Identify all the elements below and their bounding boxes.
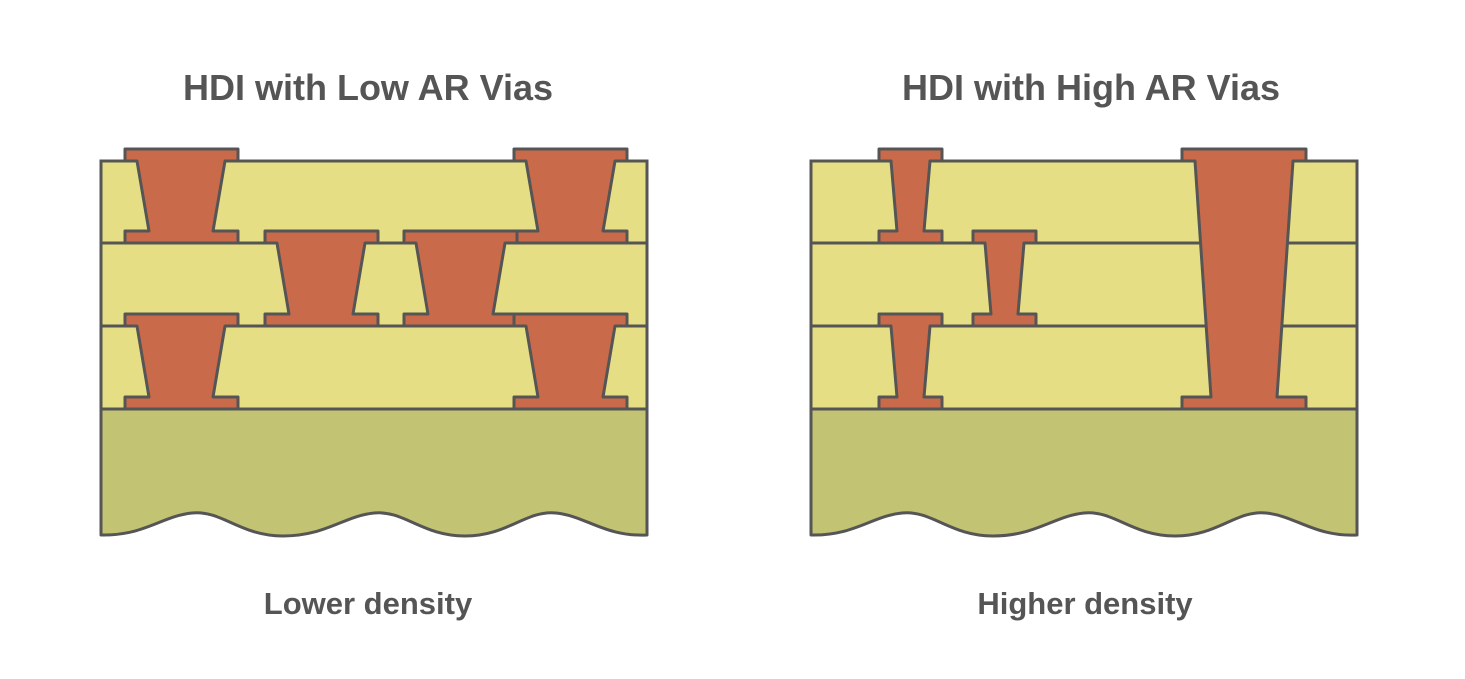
left-substrate [99, 407, 649, 538]
left-via-top-1 [123, 147, 240, 245]
right-via-top-narrow [877, 147, 944, 245]
right-stackup [809, 147, 1359, 538]
panel-caption-low-ar: Lower density [263, 586, 473, 621]
panel-caption-high-ar: Higher density [977, 586, 1193, 621]
left-via-bottom-1 [123, 312, 240, 411]
panel-title-low-ar: HDI with Low AR Vias [182, 67, 554, 108]
panel-title-high-ar: HDI with High AR Vias [901, 67, 1281, 108]
left-via-bottom-2 [512, 312, 629, 411]
left-via-mid-1 [263, 229, 380, 328]
right-substrate [809, 407, 1359, 538]
left-via-top-2 [512, 147, 629, 245]
right-via-mid-narrow [971, 229, 1038, 328]
right-via-high-ar [1180, 147, 1308, 411]
left-stackup [99, 147, 649, 538]
left-dielectric-layer-2 [99, 241, 649, 328]
right-via-bottom-narrow [877, 312, 944, 411]
